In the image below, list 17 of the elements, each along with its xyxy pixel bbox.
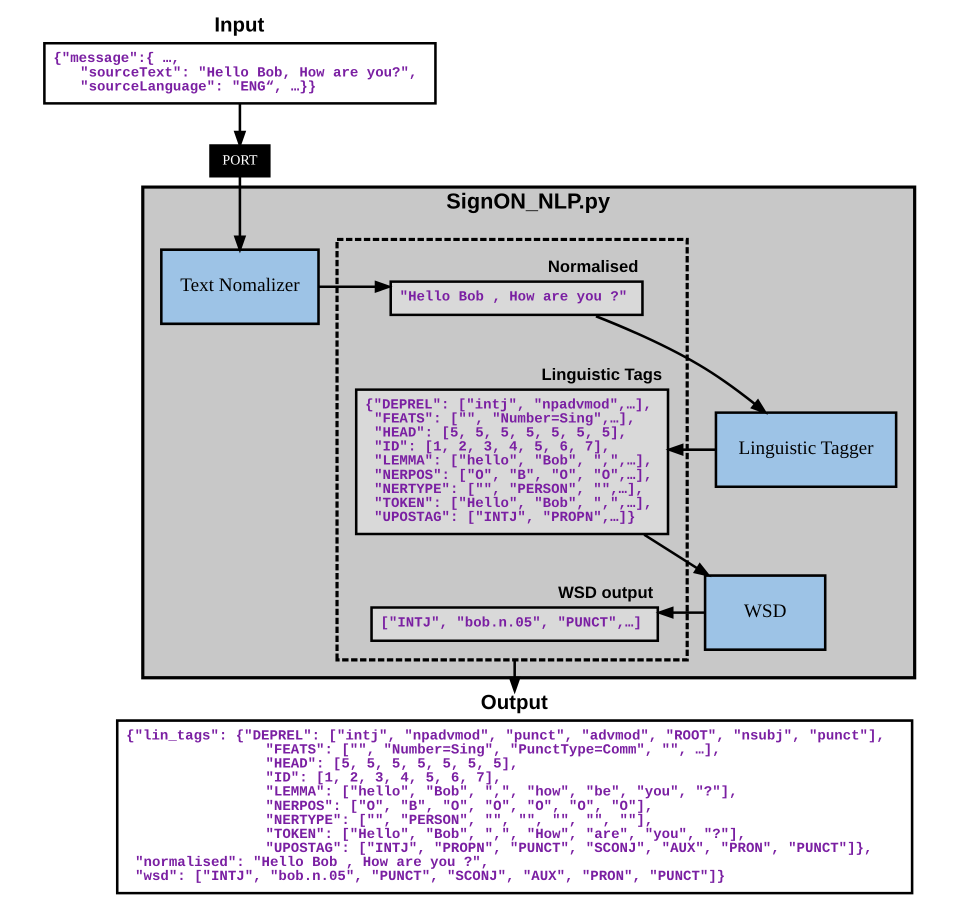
node-label: WSD output [558, 582, 653, 602]
arrow [643, 534, 711, 578]
node-label: Input [214, 14, 264, 37]
node-box: Text Nomalizer [160, 248, 320, 326]
arrow [665, 443, 716, 456]
arrow [594, 315, 768, 415]
node-box: PORT [208, 144, 270, 178]
node-label: Output [480, 690, 548, 714]
arrow [655, 606, 704, 619]
node-label: Linguistic Tags [541, 364, 662, 384]
node-box: WSD [703, 574, 826, 651]
node-box: Linguistic Tagger [714, 411, 897, 488]
cluster [334, 238, 688, 662]
arrow [318, 280, 392, 293]
arrow [233, 177, 246, 254]
node-label: Normalised [547, 256, 638, 276]
arrow [508, 660, 520, 694]
